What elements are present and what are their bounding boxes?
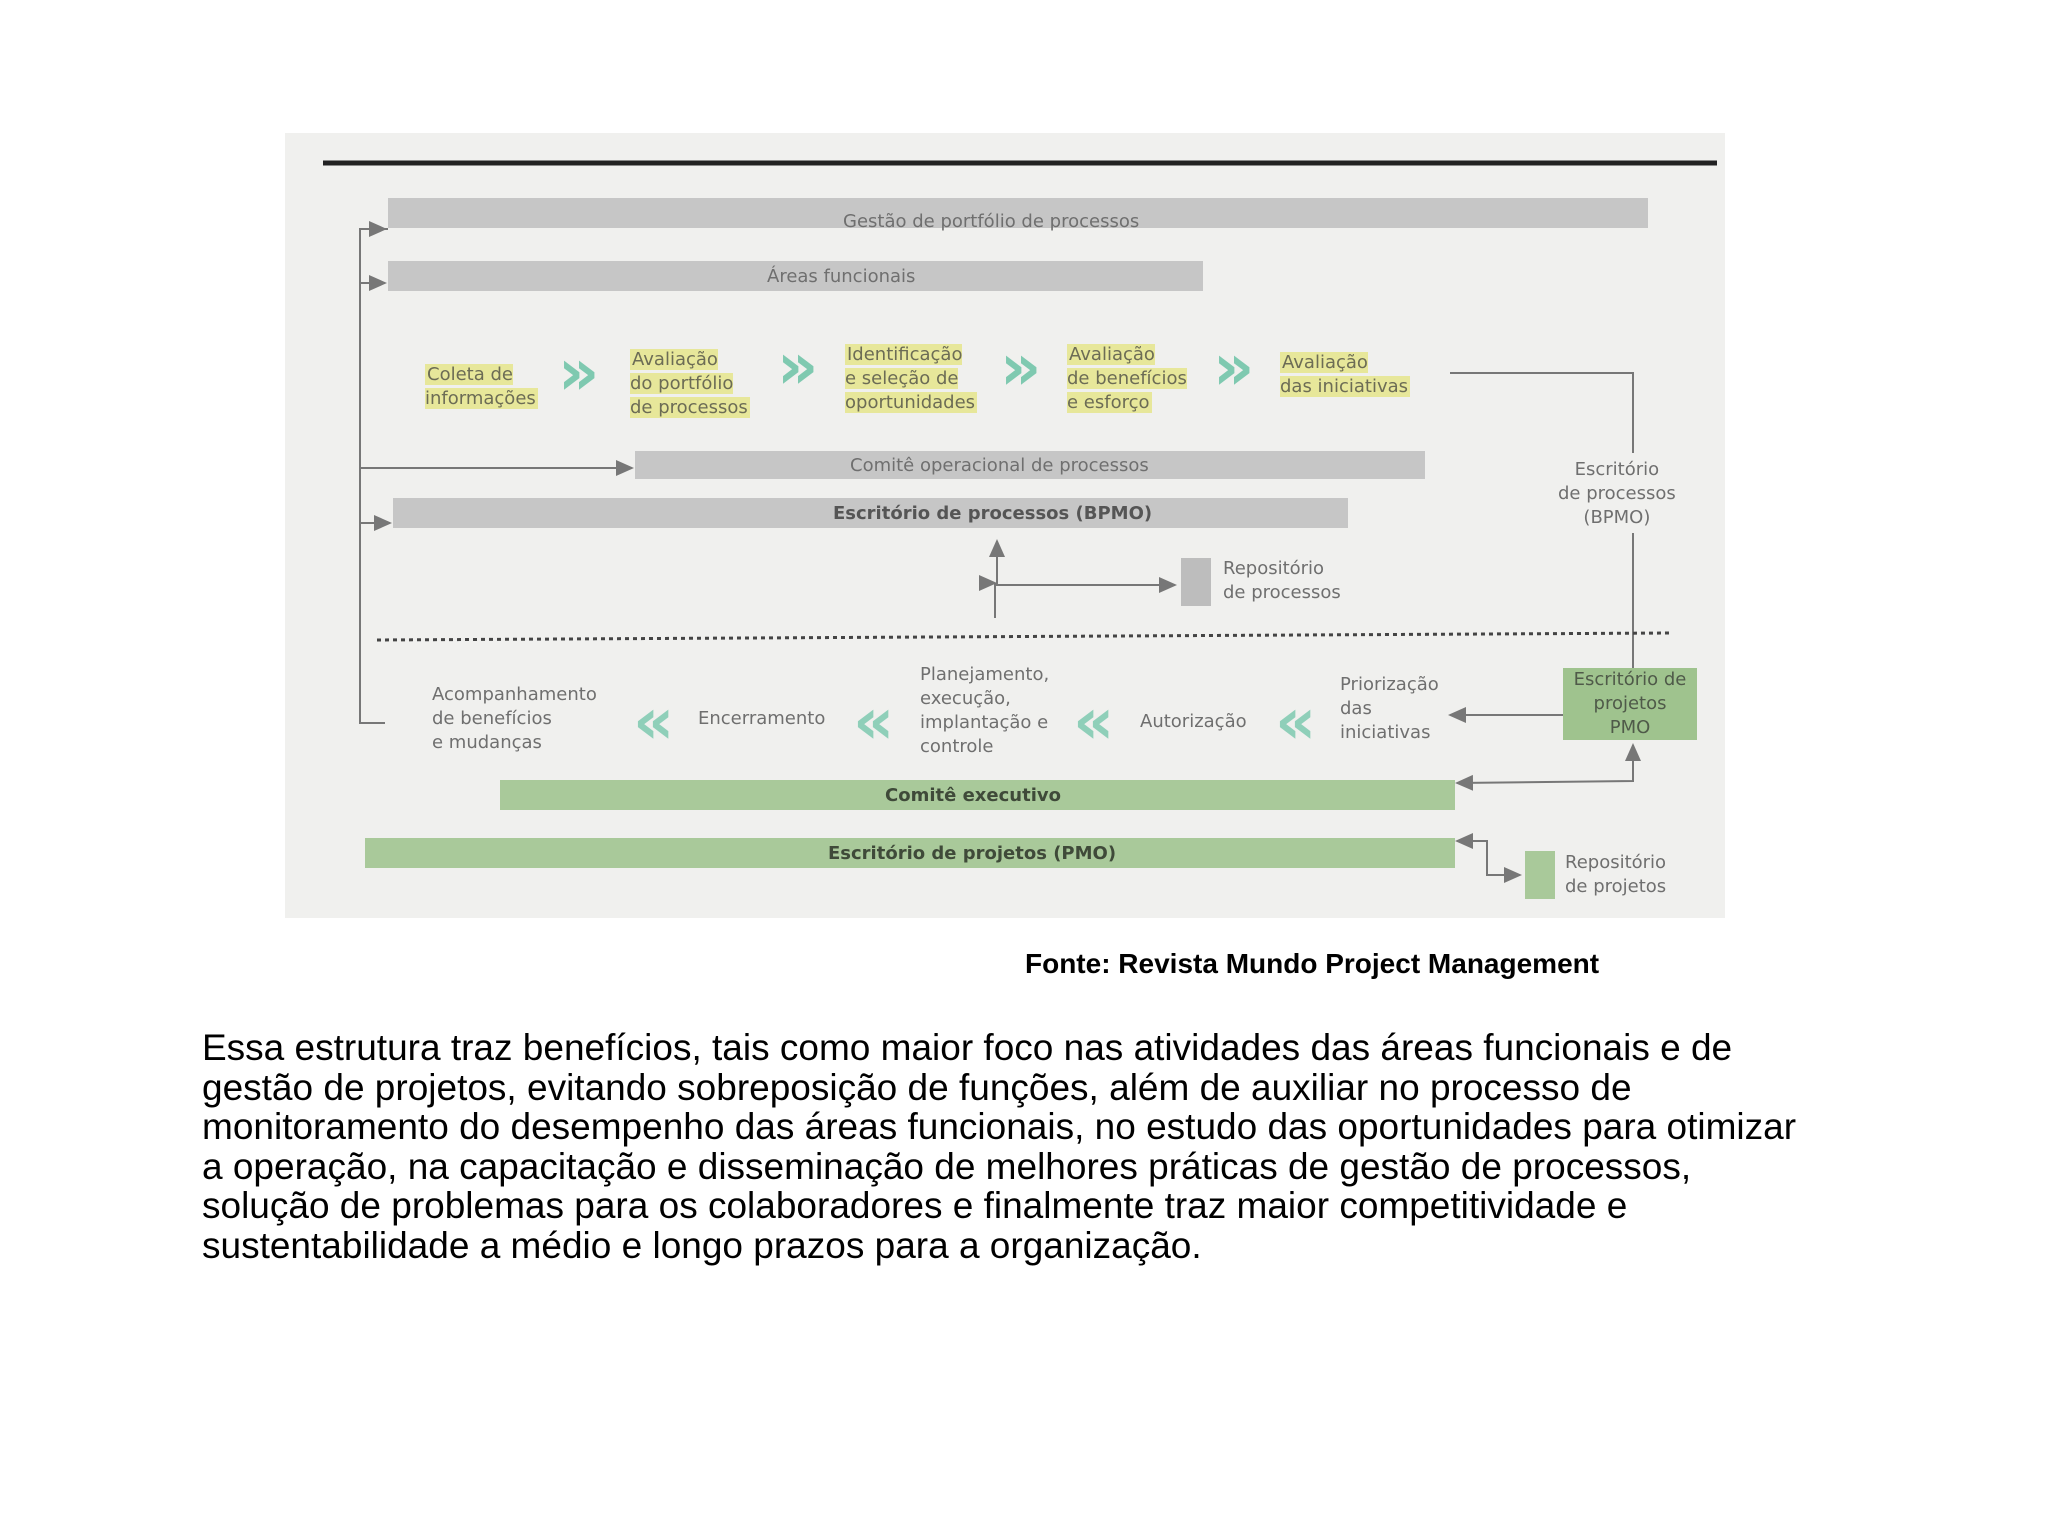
functional-areas-bar xyxy=(388,261,1203,291)
forward-chevron-icon: » xyxy=(1000,331,1042,405)
backward-chevron-icon: « xyxy=(633,685,675,759)
bpmo-office-bar-label: Escritório de processos (BPMO) xyxy=(833,503,1153,524)
backward-step-2: Encerramento xyxy=(698,708,826,729)
left-feedback-line xyxy=(359,228,388,724)
portfolio-bar-label: Gestão de portfólio de processos xyxy=(843,211,1140,232)
body-paragraph: Essa estrutura traz benefícios, tais com… xyxy=(202,1027,1797,1266)
process-repository-label: Repositório de processos xyxy=(1223,558,1341,603)
side-pmo-label: Escritório de projetos PMO xyxy=(1563,668,1697,740)
pmo-office-bar-label: Escritório de projetos (PMO) xyxy=(828,843,1117,864)
side-bpmo-label: Escritório de processos (BPMO) xyxy=(1558,459,1676,528)
forward-chevron-icon: » xyxy=(1213,331,1255,405)
executive-committee-bar xyxy=(500,780,1455,810)
project-repository-label: Repositório de projetos xyxy=(1565,852,1667,897)
backward-step-4: Autorização xyxy=(1140,711,1247,732)
pmo-office-bar xyxy=(365,838,1455,868)
portfolio-bar xyxy=(388,198,1648,228)
backward-step-5: Priorização das iniciativas xyxy=(1340,674,1439,743)
forward-chevron-icon: » xyxy=(558,336,600,410)
bpmo-office-bar xyxy=(393,498,1348,528)
backward-chevron-icon: « xyxy=(1073,685,1115,759)
project-repository-icon xyxy=(1525,851,1555,899)
process-repository-icon xyxy=(1181,558,1211,606)
backward-chevron-icon: « xyxy=(1275,685,1317,759)
backward-step-3: Planejamento, execução, implantação e co… xyxy=(920,664,1050,757)
forward-step-2: Avaliação do portfólio de processos xyxy=(630,349,750,418)
operational-committee-bar xyxy=(635,451,1425,479)
figure-source-caption: Fonte: Revista Mundo Project Management xyxy=(1025,948,1600,979)
forward-chevron-icon: » xyxy=(777,330,819,404)
backward-chevron-icon: « xyxy=(853,685,895,759)
functional-areas-bar-label: Áreas funcionais xyxy=(767,266,916,287)
forward-step-1: Coleta de informações xyxy=(425,364,538,409)
operational-committee-bar-label: Comitê operacional de processos xyxy=(850,455,1149,476)
dotted-divider xyxy=(376,631,1671,642)
forward-step-3: Identificação e seleção de oportunidades xyxy=(845,344,978,413)
executive-committee-bar-label: Comitê executivo xyxy=(885,785,1061,806)
diagram-graphics xyxy=(323,160,1717,899)
process-project-structure-diagram: Gestão de portfólio de processos Áreas f… xyxy=(285,133,1725,918)
backward-step-1: Acompanhamento de benefícios e mudanças xyxy=(432,684,597,753)
forward-step-4: Avaliação de benefícios e esforço xyxy=(1067,344,1187,413)
forward-step-5: Avaliação das iniciativas xyxy=(1280,352,1411,397)
